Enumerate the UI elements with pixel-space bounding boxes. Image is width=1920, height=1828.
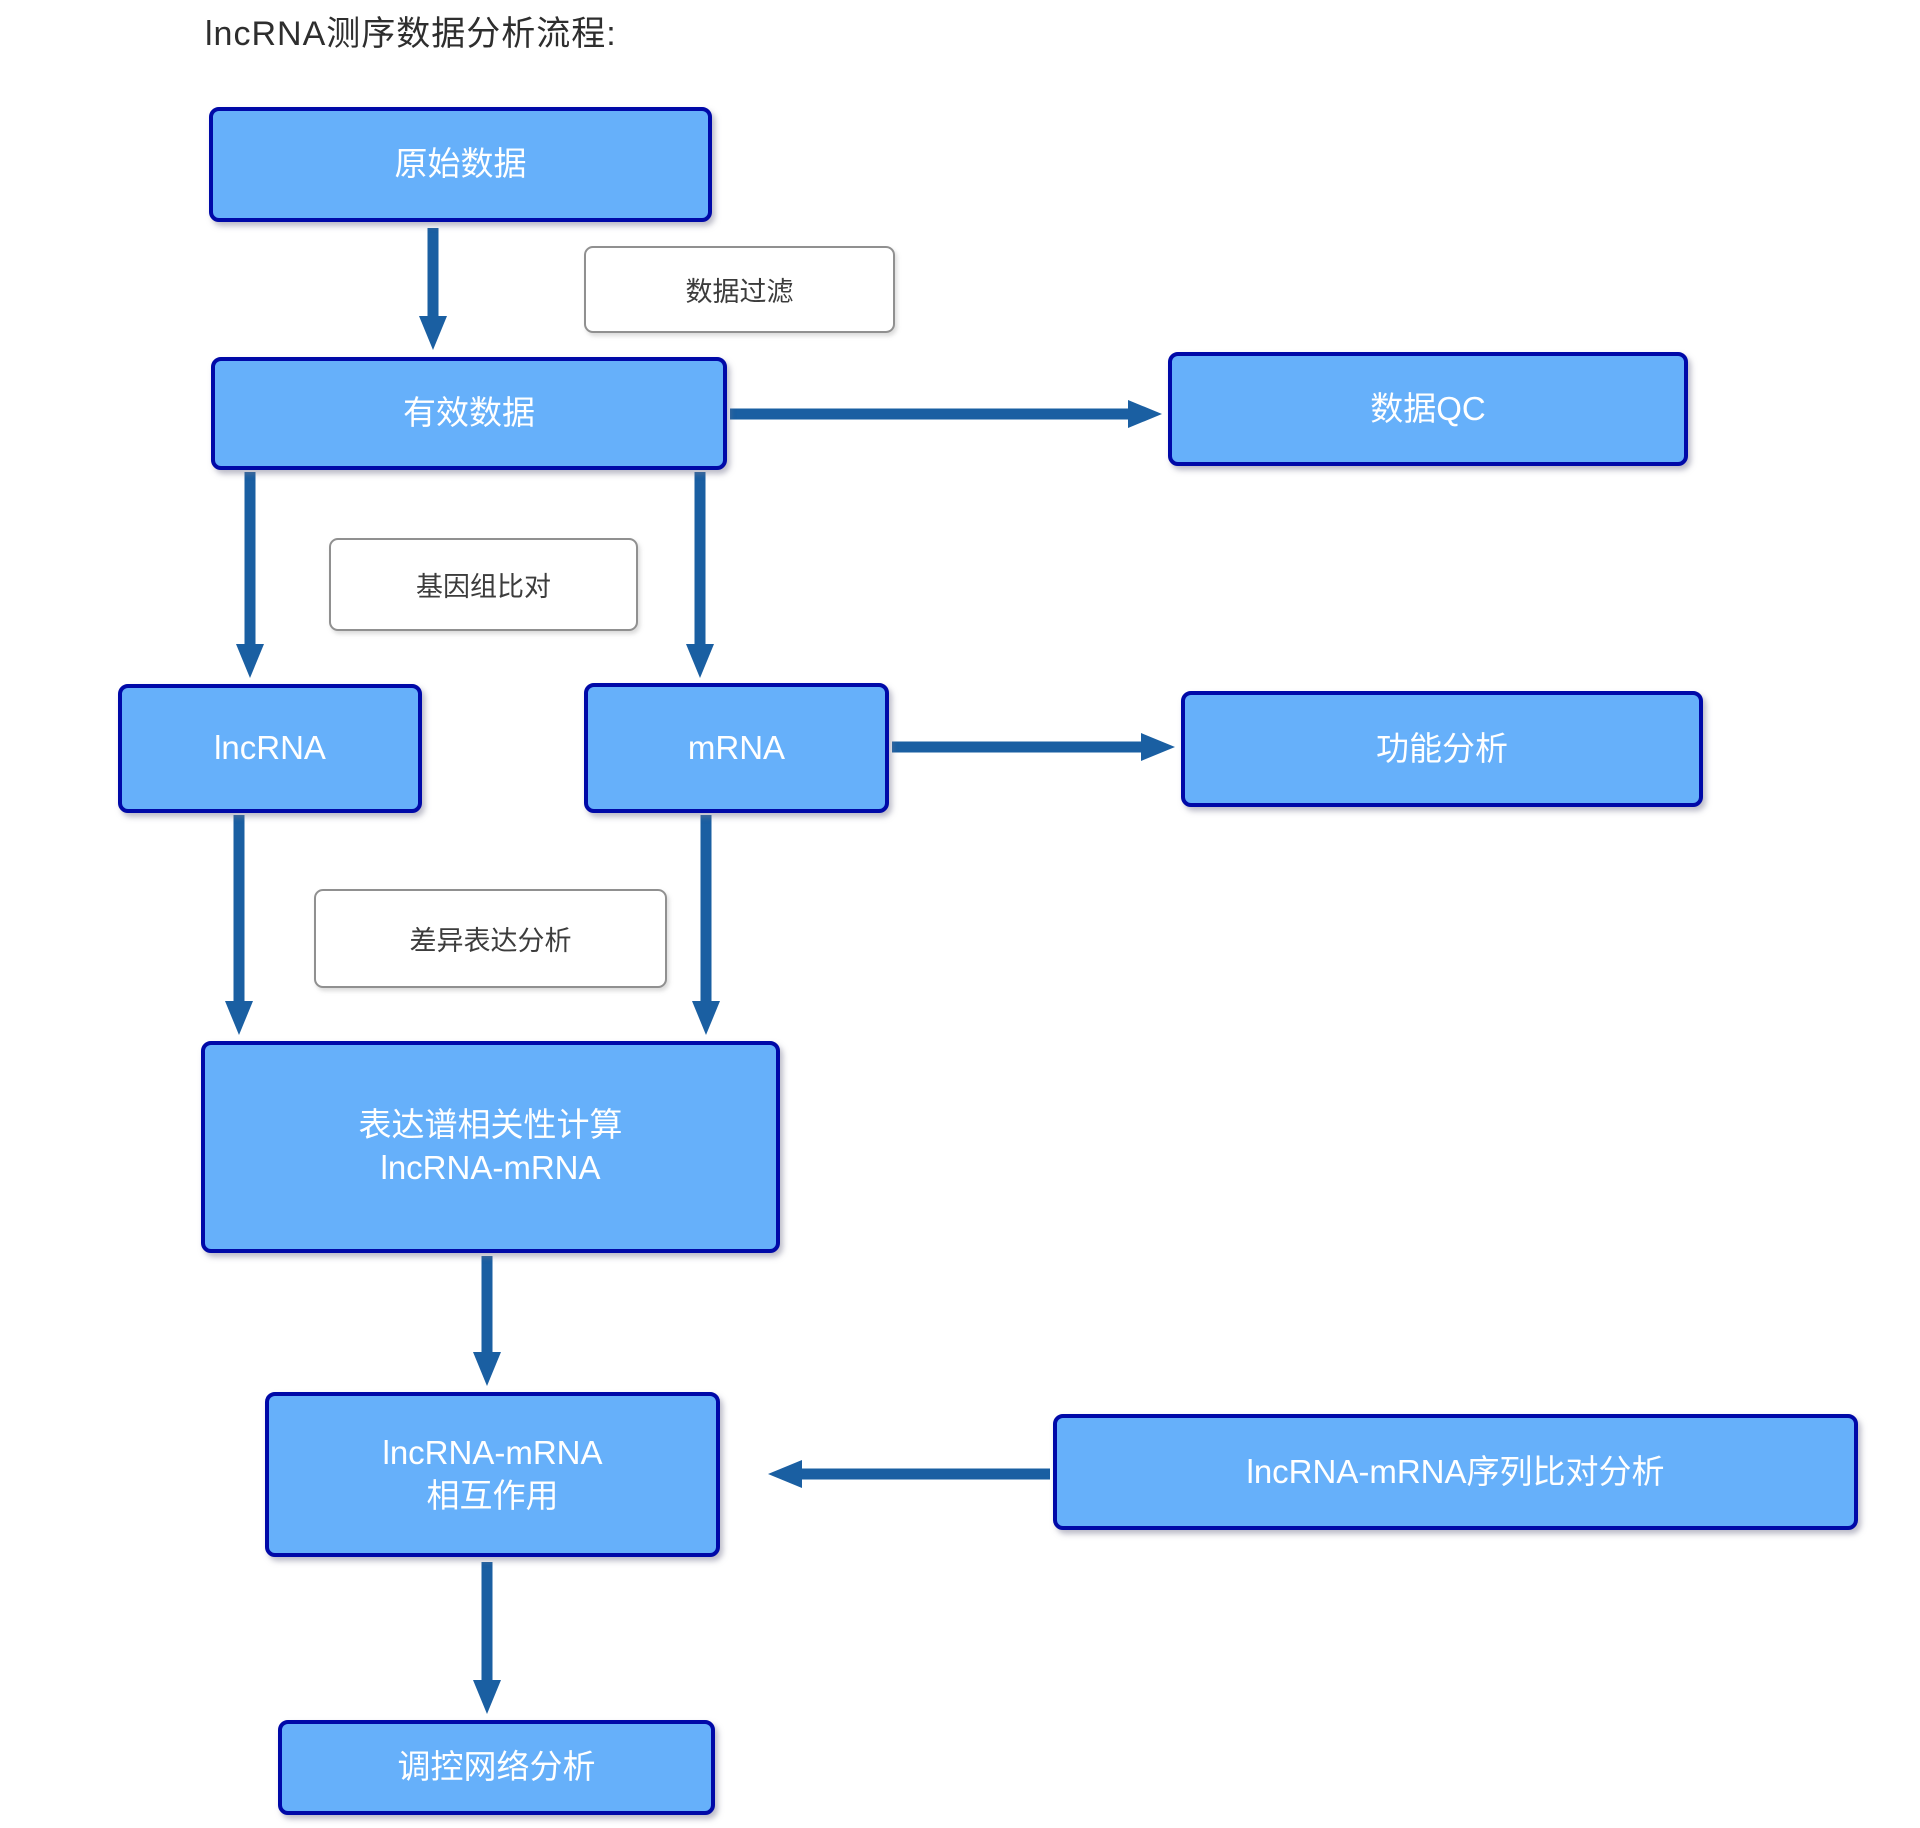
edge-label-diff-expr: 差异表达分析 [314,889,667,988]
node-seq-align: lncRNA-mRNA序列比对分析 [1053,1414,1858,1530]
edge-label-diff-expr-text: 差异表达分析 [409,926,572,956]
node-valid-data-label: 有效数据 [403,394,535,432]
node-seq-align-label: lncRNA-mRNA序列比对分析 [1246,1452,1665,1490]
node-lncrna: lncRNA [118,684,422,813]
page-title: lncRNA测序数据分析流程: [205,15,617,53]
node-interaction-line2: 相互作用 [426,1476,559,1514]
edge-label-filter: 数据过滤 [584,246,895,333]
node-functional-analysis-label: 功能分析 [1376,729,1508,767]
node-functional-analysis: 功能分析 [1181,691,1703,807]
node-mrna-label: mRNA [687,728,786,766]
node-correlation-line2: lncRNA-mRNA [380,1149,601,1186]
node-network-label: 调控网络分析 [397,1748,596,1786]
node-data-qc-label: 数据QC [1370,389,1486,427]
node-lncrna-label: lncRNA [214,729,326,767]
node-raw-data-label: 原始数据 [394,145,527,183]
node-mrna: mRNA [584,683,889,813]
node-network: 调控网络分析 [278,1720,715,1815]
edge-label-genome-align-text: 基因组比对 [416,572,551,602]
edge-label-filter-text: 数据过滤 [685,277,794,307]
node-interaction: lncRNA-mRNA 相互作用 [265,1392,720,1557]
node-raw-data: 原始数据 [209,107,712,222]
node-correlation: 表达谱相关性计算 lncRNA-mRNA [201,1041,780,1253]
node-valid-data: 有效数据 [211,357,727,470]
node-correlation-line1: 表达谱相关性计算 [358,1106,623,1144]
node-interaction-line1: lncRNA-mRNA [382,1433,603,1471]
edge-label-genome-align: 基因组比对 [329,538,638,631]
node-data-qc: 数据QC [1168,352,1688,466]
